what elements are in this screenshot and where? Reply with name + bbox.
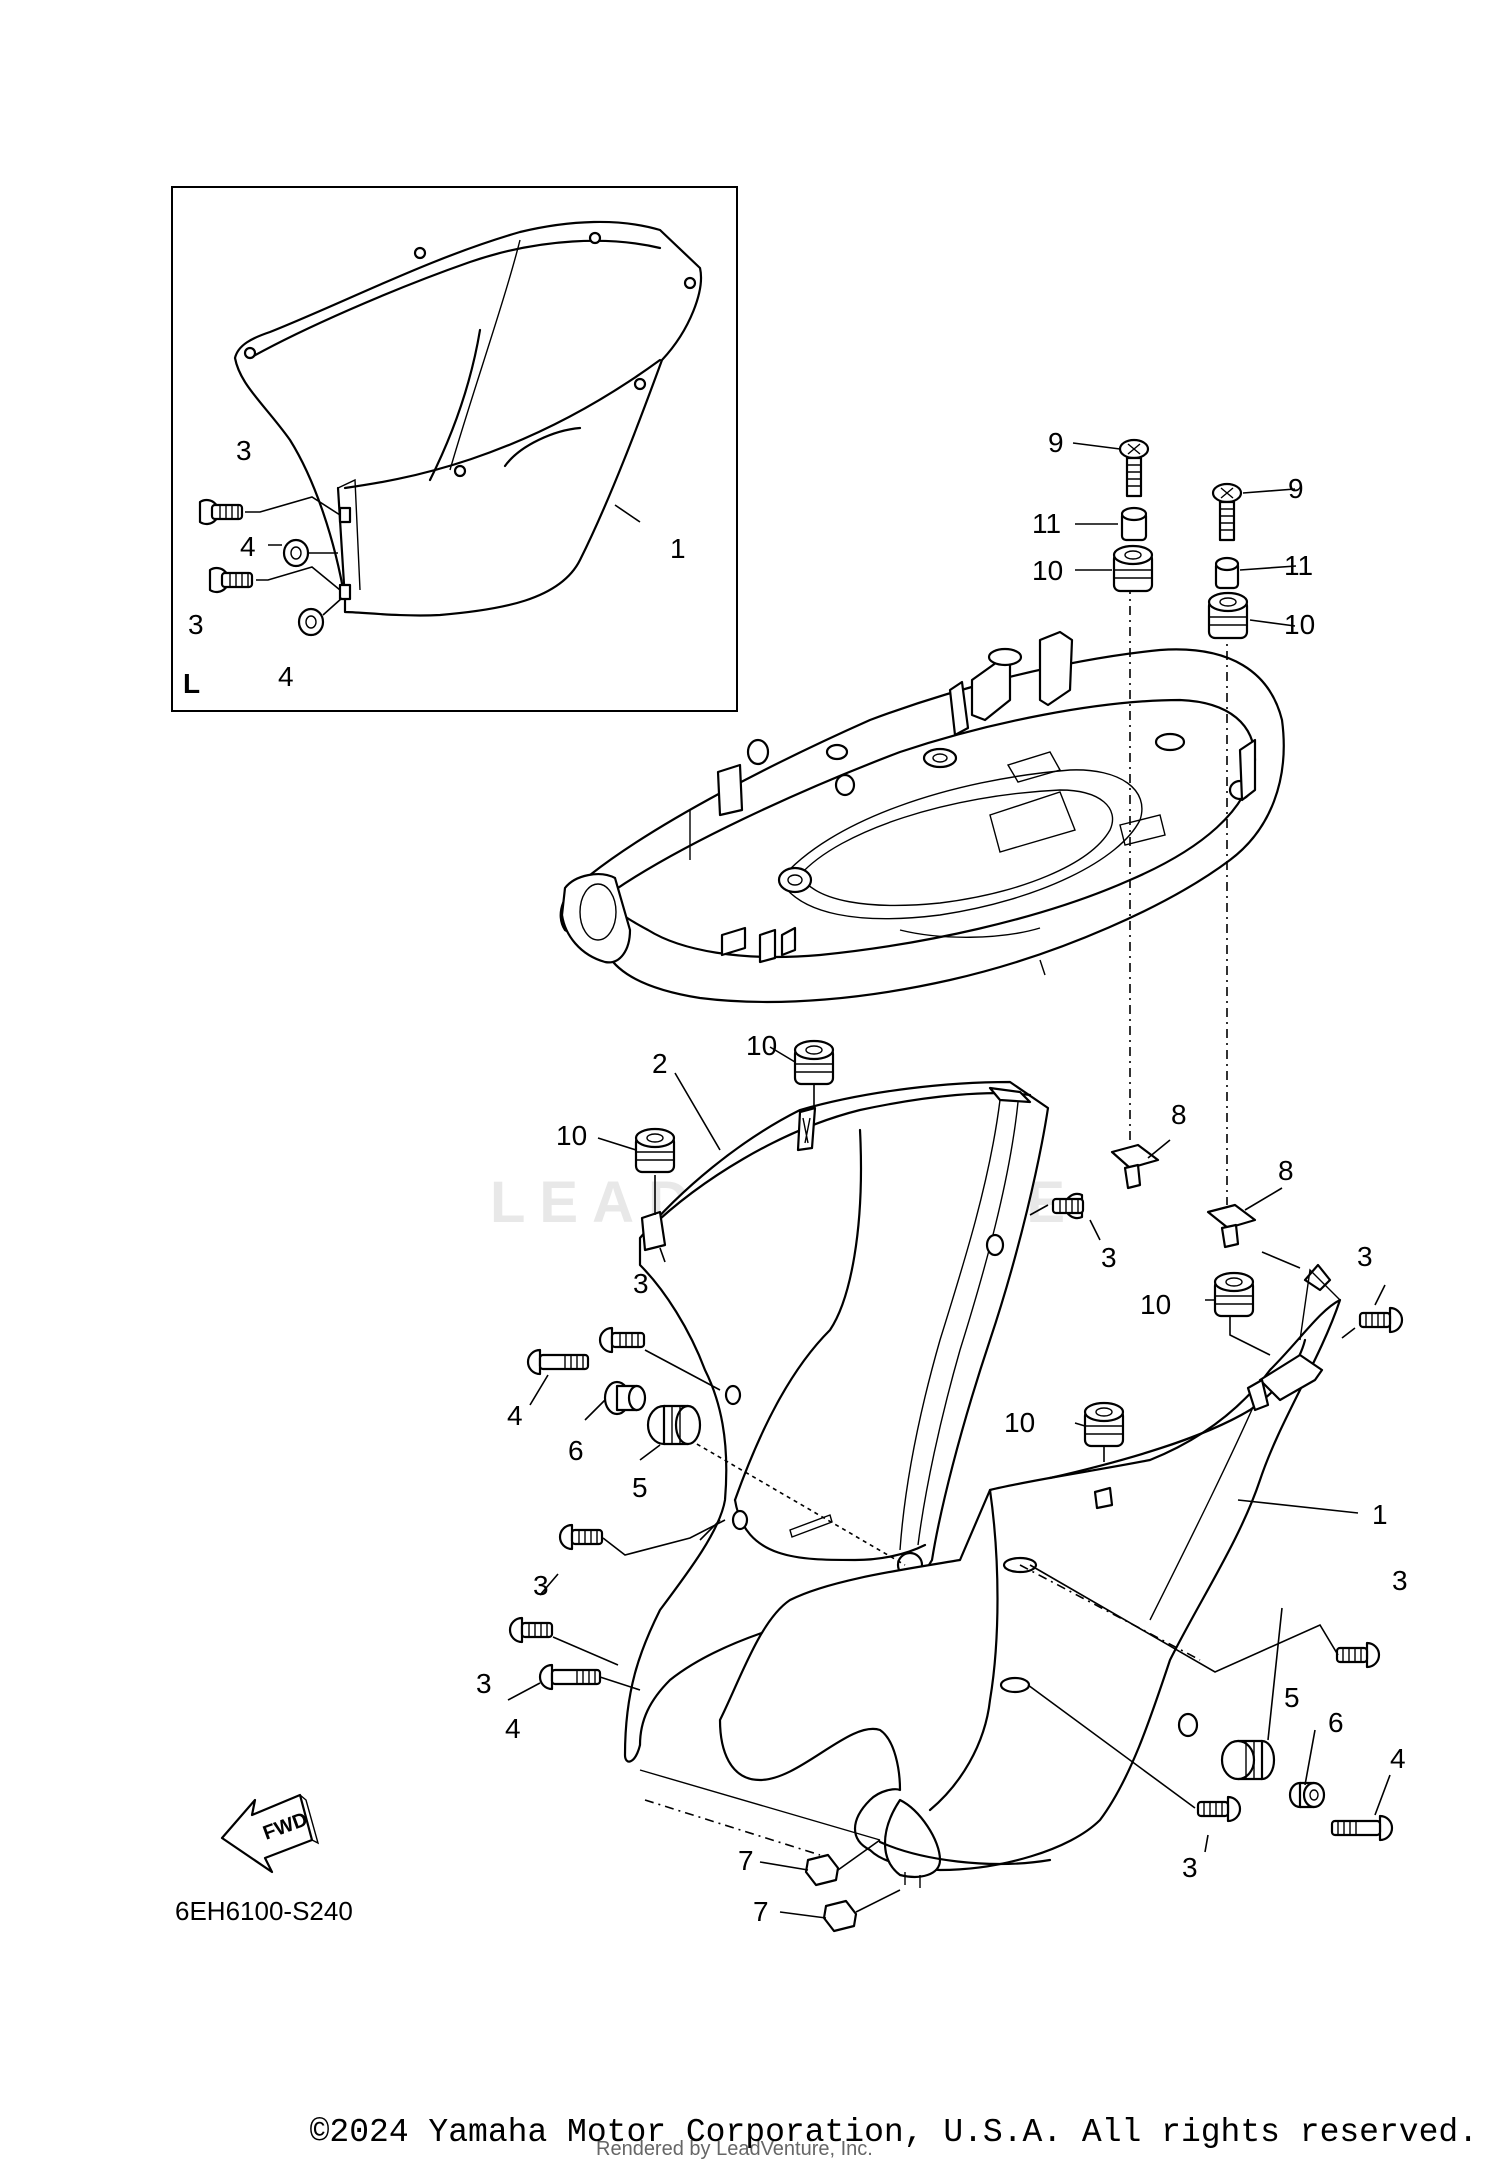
grommet-5b [1220,1739,1276,1781]
grommet-10a [1112,544,1154,593]
grommet-5a [646,1404,702,1446]
screw-9a [1118,438,1150,498]
collar-11a [1120,506,1148,542]
callout-11a: 11 [1032,508,1061,539]
grommet-10d [634,1127,676,1174]
inset-leaders [245,496,641,616]
collar-6b [1288,1781,1326,1809]
inset-cover-part-1 [233,220,702,617]
callout-4b: 4 [505,1713,521,1744]
callout-10d: 10 [556,1120,587,1151]
callout-10f: 10 [1004,1407,1035,1438]
bolt-4a [526,1348,590,1376]
callout-3c: 3 [633,1268,649,1299]
callout-3e: 3 [476,1668,492,1699]
rendered-by-text: Rendered by LeadVenture, Inc. [596,2138,873,2160]
callout-9b: 9 [1288,473,1304,504]
bolt-4c [1330,1814,1394,1842]
inset-nut-4b [297,607,325,637]
collar-6a [603,1380,647,1416]
collar-11b [1214,556,1240,590]
grommet-10b [1207,591,1249,640]
callout-3f: 3 [1392,1565,1408,1596]
diagram-code: 6EH6100-S240 [175,1896,353,1926]
screw-9b [1211,482,1243,542]
top-hardware-leaders [1072,442,1297,627]
callout-10c: 10 [746,1030,777,1061]
inset-callout-4b: 4 [278,661,294,692]
inset-callout-3b: 3 [188,609,204,640]
inset-nut-4a [282,538,310,568]
inset-bolt-3a [198,498,244,526]
nut-7a [804,1853,840,1887]
bottom-cowling-tray [559,630,1285,1004]
callout-5b: 5 [1284,1682,1300,1713]
callout-1: 1 [1372,1499,1388,1530]
screw-3c [598,1326,646,1354]
screw-3d [558,1523,604,1551]
inset-left-cover: L [171,186,738,712]
grommet-10e [1213,1271,1255,1318]
inset-callout-1: 1 [670,533,686,564]
callout-3d: 3 [533,1570,549,1601]
callout-10a: 10 [1032,555,1063,586]
screw-3b [1358,1306,1404,1334]
callout-8a: 8 [1171,1099,1187,1130]
callout-8b: 8 [1278,1155,1294,1186]
fwd-arrow-icon: FWD [220,1793,320,1874]
callout-6a: 6 [568,1435,584,1466]
inset-letter: L [183,668,200,699]
inset-callout-4a: 4 [240,531,256,562]
callout-3g: 3 [1182,1852,1198,1883]
bolt-4b [538,1663,602,1691]
grommet-10f [1083,1401,1125,1448]
grommet-10c [793,1039,835,1086]
inset-bolt-3b [208,566,254,594]
callout-4c: 4 [1390,1743,1406,1774]
callout-3b: 3 [1357,1241,1373,1272]
callout-6b: 6 [1328,1707,1344,1738]
copyright-text: ©2024 Yamaha Motor Corporation, U.S.A. A… [309,2114,1478,2151]
nut-7b [822,1899,858,1933]
callout-5a: 5 [632,1472,648,1503]
callout-7b: 7 [753,1896,769,1927]
callout-7a: 7 [738,1845,754,1876]
callout-10e: 10 [1140,1289,1171,1320]
screw-3g [1196,1795,1242,1823]
dotted-line-5 [689,1439,906,1566]
callout-10b: 10 [1284,609,1315,640]
screw-3a [1051,1192,1085,1220]
inset-frame [171,186,738,712]
clip-8b [1206,1203,1257,1249]
callout-11b: 11 [1284,550,1313,581]
callout-2: 2 [652,1048,668,1079]
callout-9a: 9 [1048,427,1064,458]
inset-callout-3a: 3 [236,435,252,466]
lower-dashdot-lines [644,1564,1201,1856]
clip-8a [1110,1143,1160,1190]
lower-cowling-assembly [623,1080,1342,1888]
callout-4a: 4 [507,1400,523,1431]
screw-3f [1335,1641,1381,1669]
lower-leaders [507,1046,1391,1919]
callout-3a: 3 [1101,1242,1117,1273]
screw-3e [508,1616,554,1644]
